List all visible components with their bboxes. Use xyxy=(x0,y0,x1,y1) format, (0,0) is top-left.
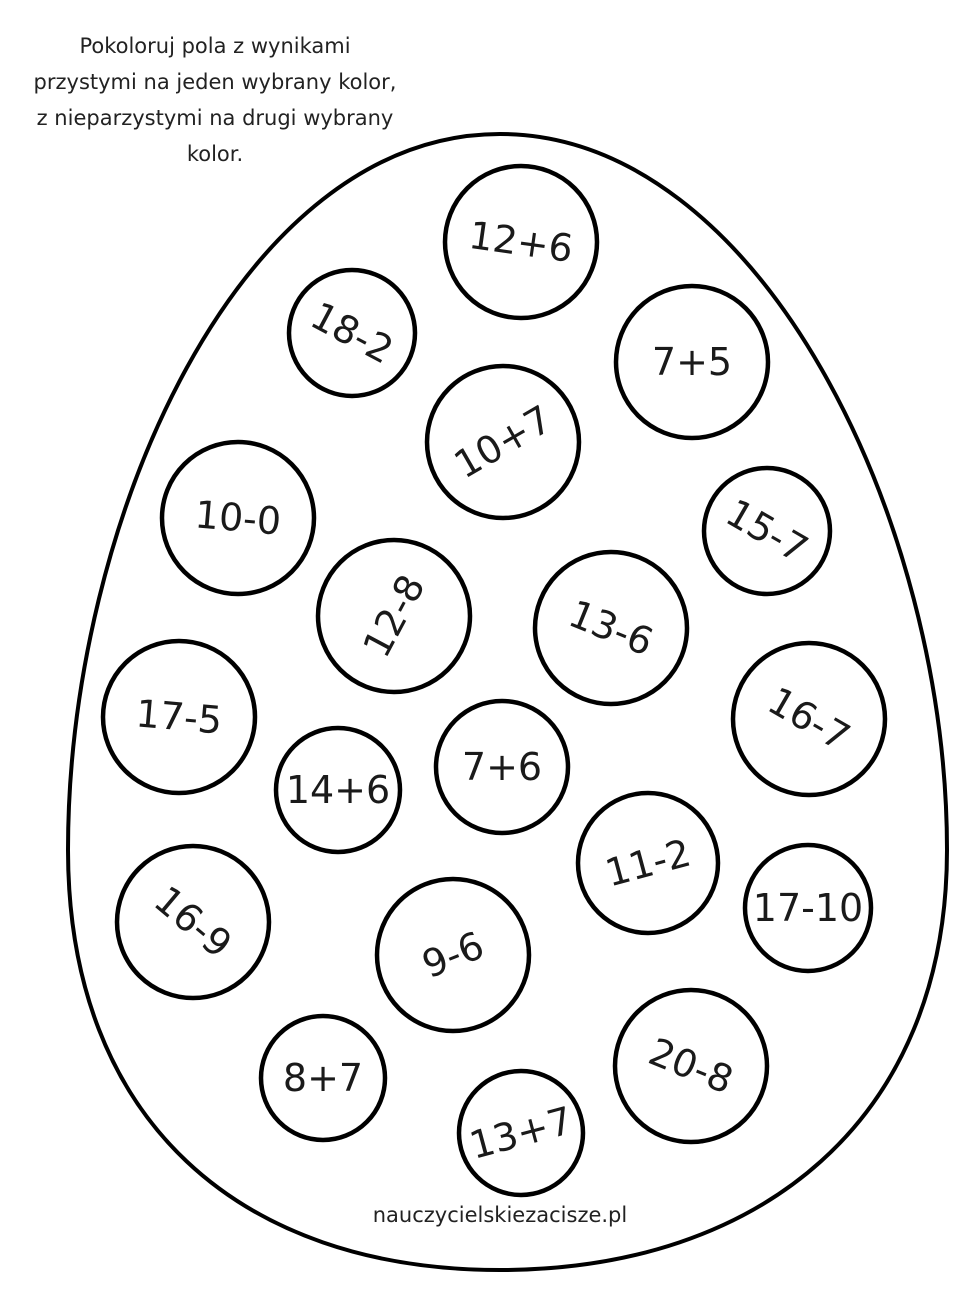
problem-label: 7+6 xyxy=(462,745,542,789)
problem-circle-11-minus-2[interactable]: 11-2 xyxy=(575,790,721,936)
problem-circle-14-plus-6[interactable]: 14+6 xyxy=(273,725,403,855)
problem-circle-18-minus-2[interactable]: 18-2 xyxy=(286,267,418,399)
problem-label: 14+6 xyxy=(286,768,390,812)
problem-circle-17-minus-5[interactable]: 17-5 xyxy=(100,638,258,796)
instructions-line: kolor. xyxy=(186,142,244,166)
problem-circle-7-plus-5[interactable]: 7+5 xyxy=(613,283,771,441)
problem-circle-13-plus-7[interactable]: 13+7 xyxy=(456,1068,586,1198)
instructions-line: z nieparzystymi na drugi wybrany xyxy=(36,106,394,130)
problem-circle-8-plus-7[interactable]: 8+7 xyxy=(258,1013,388,1143)
problem-circle-20-minus-8[interactable]: 20-8 xyxy=(612,987,770,1145)
problem-circle-16-minus-9[interactable]: 16-9 xyxy=(114,843,272,1001)
instructions-text: Pokoloruj pola z wynikami przystymi na j… xyxy=(10,28,420,172)
problem-circle-9-minus-6[interactable]: 9-6 xyxy=(374,876,532,1034)
problem-circle-12-minus-8[interactable]: 12-8 xyxy=(315,537,473,695)
instructions-line: Pokoloruj pola z wynikami xyxy=(79,34,351,58)
problem-label: 17-5 xyxy=(134,691,224,742)
problem-label: 7+5 xyxy=(652,340,732,384)
problem-circle-12-plus-6[interactable]: 12+6 xyxy=(442,163,600,321)
problem-circle-15-minus-7[interactable]: 15-7 xyxy=(701,465,833,597)
problem-label: 17-10 xyxy=(753,886,863,930)
problem-circle-10-minus-0[interactable]: 10-0 xyxy=(159,439,317,597)
instructions-line: przystymi na jeden wybrany kolor, xyxy=(33,70,397,94)
problem-circle-10-plus-7[interactable]: 10+7 xyxy=(424,363,582,521)
problem-label: 8+7 xyxy=(283,1056,363,1100)
website-footer: nauczycielskiezacisze.pl xyxy=(372,1203,628,1227)
problem-circle-7-plus-6[interactable]: 7+6 xyxy=(433,698,571,836)
problem-circle-16-minus-7[interactable]: 16-7 xyxy=(730,640,888,798)
problem-label: 10-0 xyxy=(193,492,283,543)
problem-circle-17-minus-10[interactable]: 17-10 xyxy=(742,842,874,974)
problem-circle-13-minus-6[interactable]: 13-6 xyxy=(532,549,690,707)
